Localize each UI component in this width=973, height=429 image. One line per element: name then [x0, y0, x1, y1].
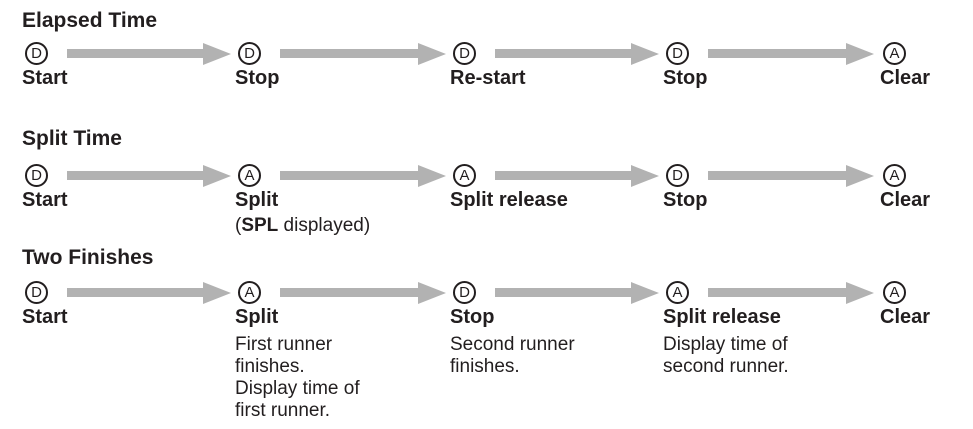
- button-a-icon: A: [883, 281, 906, 304]
- step-label: Clear: [880, 189, 931, 211]
- step-stop: D Stop: [663, 42, 868, 90]
- step-stop: D Stop: [663, 164, 868, 212]
- step-label: Re-start: [450, 67, 526, 89]
- step-restart: D Re-start: [450, 42, 655, 90]
- arrow-icon: [495, 281, 659, 304]
- step-description: Second runner finishes.: [450, 334, 655, 378]
- note-rest: displayed): [278, 215, 371, 236]
- step-description-line: first runner.: [235, 400, 331, 421]
- arrow-icon: [67, 281, 231, 304]
- note-open: (: [235, 215, 242, 236]
- step-description-line: Display time of: [663, 334, 788, 355]
- step-label: Start: [22, 189, 68, 211]
- step-clear: A Clear: [880, 42, 973, 90]
- step-description-line: second runner.: [663, 356, 789, 377]
- button-a-icon: A: [883, 42, 906, 65]
- button-d-icon: D: [25, 281, 48, 304]
- step-description-line: First runner: [235, 334, 333, 355]
- button-a-icon: A: [238, 281, 261, 304]
- step-label: Stop: [450, 306, 495, 328]
- step-description-line: Second runner: [450, 334, 575, 355]
- arrow-icon: [280, 42, 446, 65]
- step-split-release: A Split release Display time of second r…: [663, 281, 868, 378]
- step-stop: D Stop Second runner finishes.: [450, 281, 655, 378]
- button-a-icon: A: [238, 164, 261, 187]
- step-split: A Split (SPL displayed): [235, 164, 440, 237]
- step-description: First runner finishes. Display time of f…: [235, 334, 440, 422]
- arrow-icon: [280, 281, 446, 304]
- row-title-split-time: Split Time: [22, 127, 122, 150]
- button-a-icon: A: [883, 164, 906, 187]
- step-description: Display time of second runner.: [663, 334, 868, 378]
- step-label: Start: [22, 306, 68, 328]
- step-label: Stop: [663, 67, 708, 89]
- row-title-two-finishes: Two Finishes: [22, 246, 154, 269]
- step-description-line: Display time of: [235, 378, 360, 399]
- button-d-icon: D: [666, 164, 689, 187]
- step-label: Split release: [663, 306, 781, 328]
- step-label: Start: [22, 67, 68, 89]
- step-label: Stop: [235, 67, 280, 89]
- step-label: Clear: [880, 67, 931, 89]
- step-label: Stop: [663, 189, 708, 211]
- arrow-icon: [67, 42, 231, 65]
- button-d-icon: D: [453, 281, 476, 304]
- step-start: D Start: [22, 164, 227, 212]
- arrow-icon: [495, 42, 659, 65]
- button-d-icon: D: [666, 42, 689, 65]
- step-label: Split: [235, 189, 279, 211]
- step-stop: D Stop: [235, 42, 440, 90]
- row-title-elapsed-time: Elapsed Time: [22, 9, 158, 32]
- button-d-icon: D: [453, 42, 476, 65]
- step-note: (SPL displayed): [235, 215, 440, 237]
- arrow-icon: [708, 42, 874, 65]
- button-a-icon: A: [666, 281, 689, 304]
- step-label: Split release: [450, 189, 568, 211]
- button-d-icon: D: [25, 164, 48, 187]
- arrow-icon: [708, 164, 874, 187]
- step-description-line: finishes.: [450, 356, 520, 377]
- arrow-icon: [495, 164, 659, 187]
- button-d-icon: D: [25, 42, 48, 65]
- step-label: Split: [235, 306, 279, 328]
- step-clear: A Clear: [880, 164, 973, 212]
- step-split-release: A Split release: [450, 164, 655, 212]
- step-clear: A Clear: [880, 281, 973, 329]
- step-description-line: finishes.: [235, 356, 305, 377]
- step-start: D Start: [22, 42, 227, 90]
- arrow-icon: [280, 164, 446, 187]
- button-d-icon: D: [238, 42, 261, 65]
- step-split: A Split First runner finishes. Display t…: [235, 281, 440, 422]
- step-start: D Start: [22, 281, 227, 329]
- note-spl-indicator: SPL: [241, 215, 279, 236]
- step-label: Clear: [880, 306, 931, 328]
- arrow-icon: [67, 164, 231, 187]
- arrow-icon: [708, 281, 874, 304]
- button-a-icon: A: [453, 164, 476, 187]
